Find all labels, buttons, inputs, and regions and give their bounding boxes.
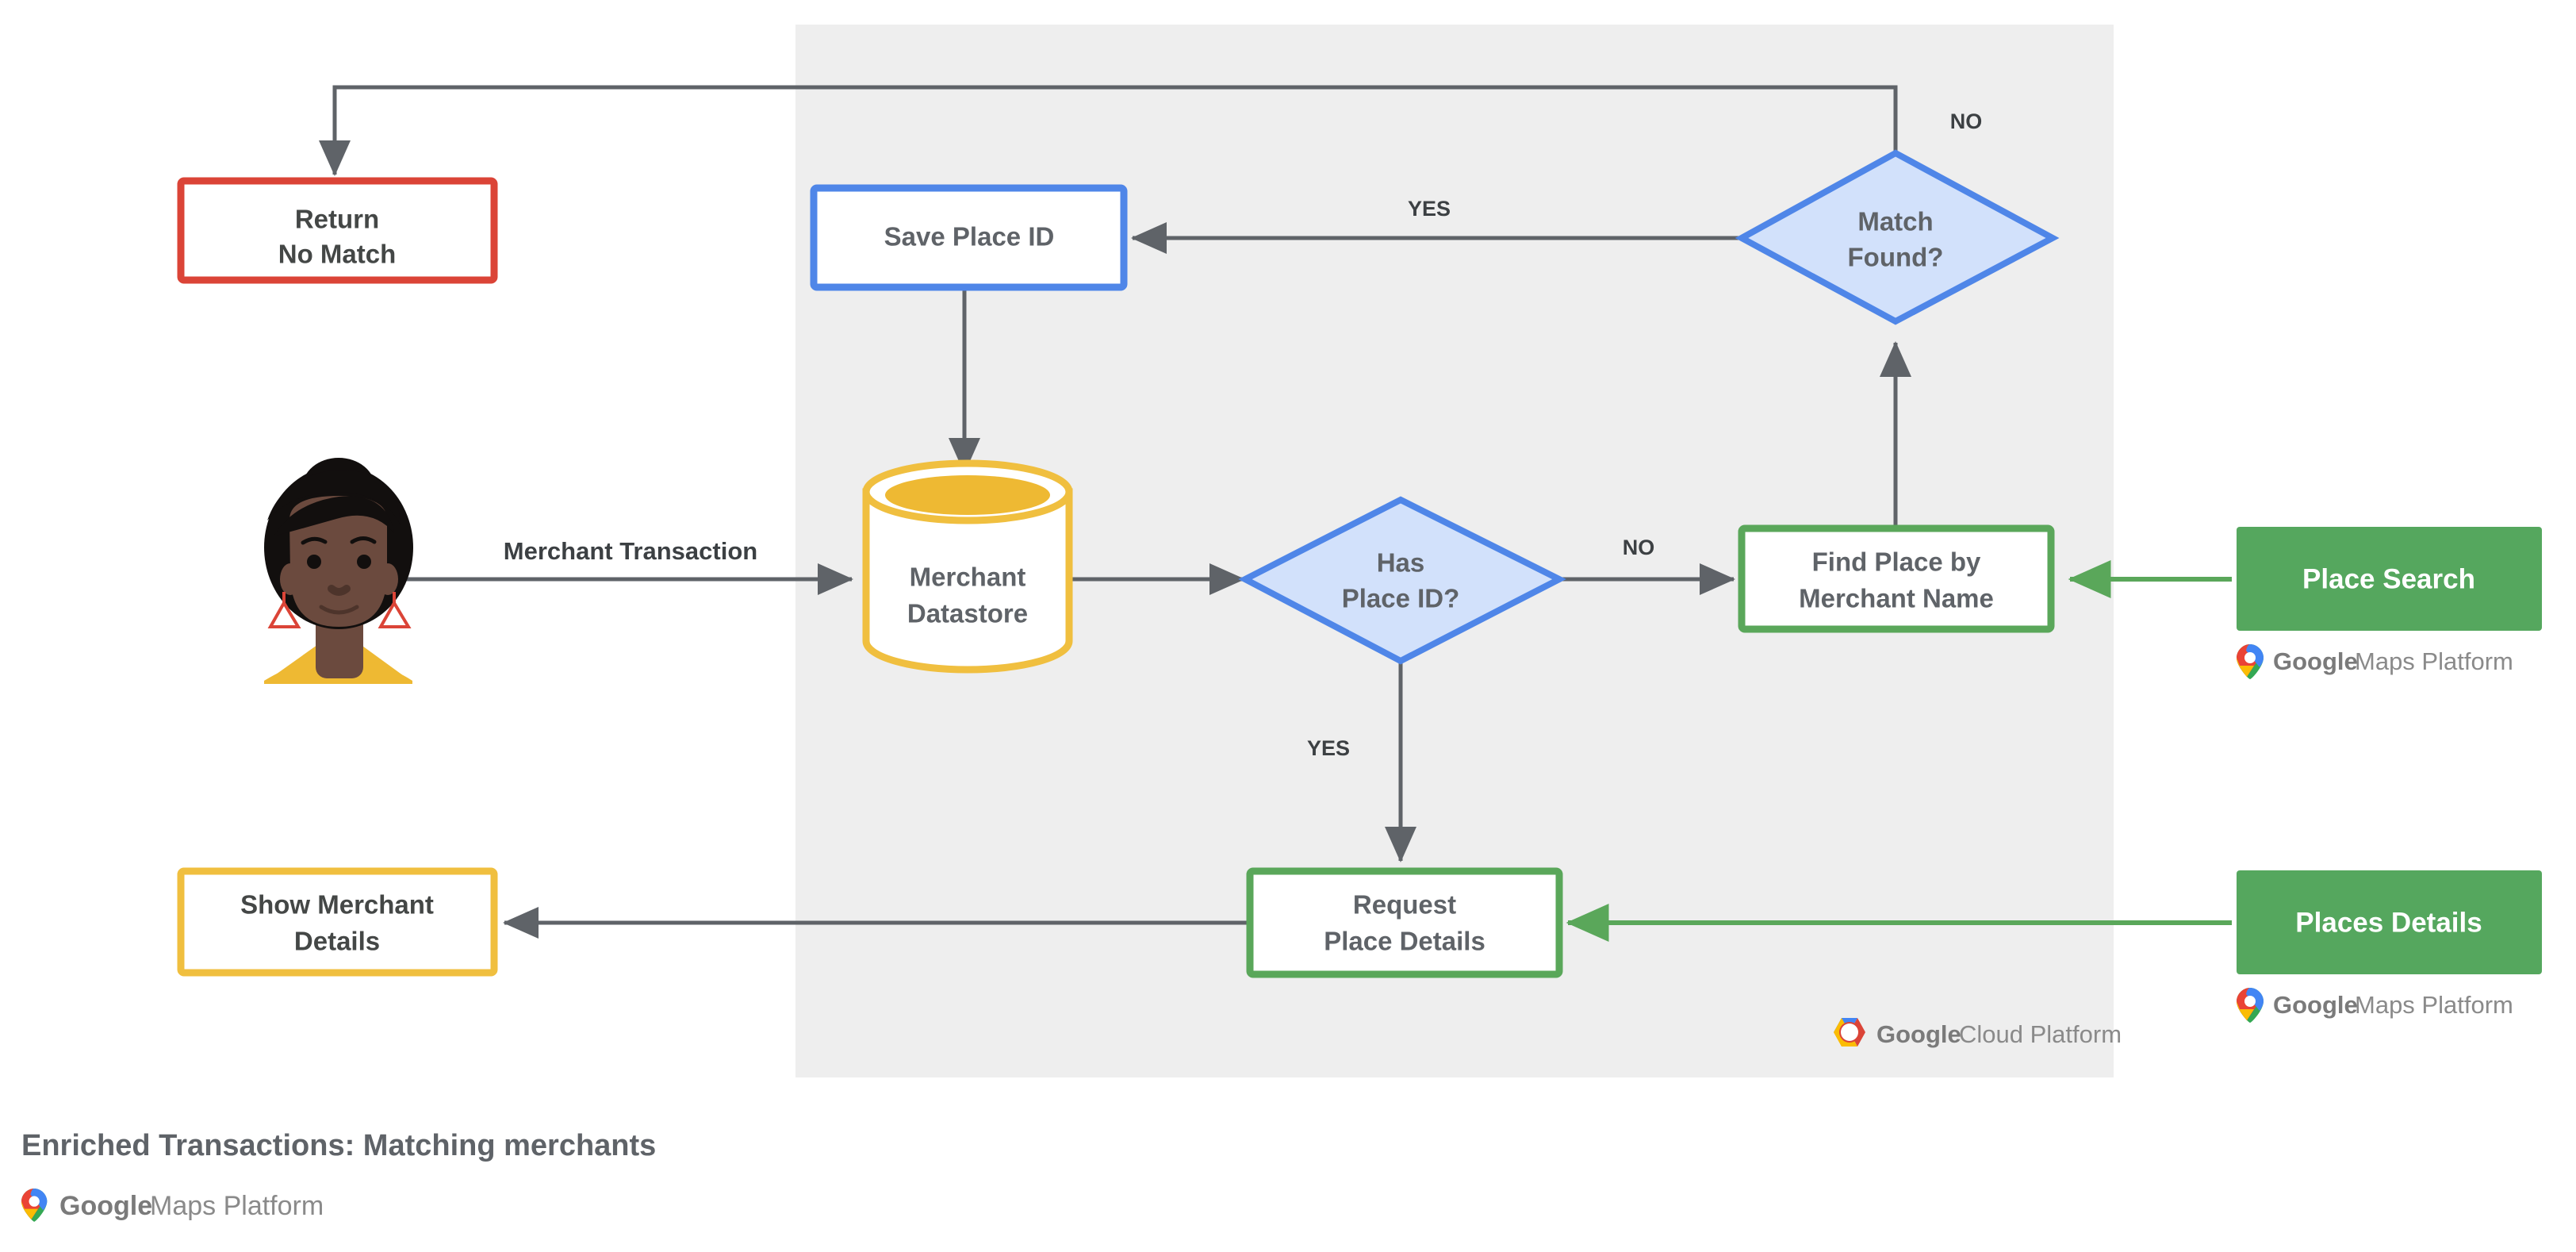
return-no-match-box[interactable] [177, 177, 498, 284]
show-merchant-details-label-line2: Details [294, 927, 380, 956]
caption-logo-rest-text: Maps Platform [150, 1191, 324, 1221]
avatar-hair-top [267, 470, 401, 525]
page-title: Enriched Transactions: Matching merchant… [21, 1129, 656, 1162]
request-place-details-box[interactable] [1246, 867, 1563, 978]
avatar-nose [328, 585, 351, 596]
avatar-mouth [319, 605, 359, 615]
avatar-hair-fringe [274, 496, 394, 536]
match-found-label-line2: Found? [1848, 243, 1944, 272]
save-place-id-box[interactable] [810, 184, 1128, 291]
place-search-label: Place Search [2302, 563, 2475, 594]
gmp-logo-rest-text-2: Maps Platform [2355, 991, 2513, 1019]
gmp-logo-google-text-1: Google [2273, 647, 2358, 675]
avatar-eyebrow-right [350, 536, 377, 544]
avatar-earring-left [267, 592, 301, 628]
request-place-details-label-line1: Request [1353, 890, 1456, 920]
node-request-place-details[interactable]: Request Place Details [1246, 867, 1563, 978]
maps-pin-icon [21, 1189, 48, 1222]
avatar-eye-left [307, 555, 321, 569]
node-find-place-by-merchant-name[interactable]: Find Place by Merchant Name [1738, 524, 2055, 633]
request-place-details-label-line2: Place Details [1324, 927, 1485, 956]
datastore-top-fill [885, 475, 1050, 515]
node-place-search[interactable]: Place Search [2237, 527, 2542, 631]
find-place-box[interactable] [1738, 524, 2055, 633]
return-no-match-label-line1: Return [295, 205, 379, 234]
cloud-hexagon-icon [1834, 1018, 1865, 1047]
match-found-label-line1: Match [1857, 207, 1933, 236]
show-merchant-details-box[interactable] [177, 867, 498, 977]
avatar-ear-right [378, 563, 398, 595]
edge-label-merchant-transaction: Merchant Transaction [504, 537, 757, 565]
find-place-label-line1: Find Place by [1812, 547, 1981, 577]
avatar-eyebrow-left [301, 536, 328, 545]
edge-label-match-found-no: NO [1950, 109, 1983, 133]
gmp-logo-places-details: Google Maps Platform [2237, 988, 2513, 1023]
gmp-logo-google-text-2: Google [2273, 991, 2358, 1019]
node-merchant-datastore[interactable]: Merchant Datastore [862, 459, 1073, 674]
has-place-id-diamond[interactable] [1238, 496, 1566, 665]
edge-match-found-no [319, 85, 1898, 176]
places-details-button[interactable] [2237, 870, 2542, 974]
avatar-earring-right [378, 592, 412, 628]
node-return-no-match[interactable]: Return No Match [177, 177, 498, 284]
gmp-logo-caption: Google Maps Platform [21, 1189, 324, 1222]
find-place-label-line2: Merchant Name [1799, 584, 1994, 613]
edge-label-has-place-id-yes: YES [1307, 736, 1350, 760]
gmp-logo-rest-text-1: Maps Platform [2355, 647, 2513, 675]
has-place-id-label-line1: Has [1377, 548, 1425, 578]
has-place-id-label-line2: Place ID? [1342, 584, 1460, 613]
match-found-diamond[interactable] [1735, 149, 2060, 325]
edge-label-match-found-yes: YES [1408, 197, 1451, 221]
user-avatar [264, 458, 413, 684]
show-merchant-details-label-line1: Show Merchant [240, 890, 434, 920]
merchant-datastore-label-line1: Merchant [910, 563, 1026, 592]
gmp-logo-place-search: Google Maps Platform [2237, 644, 2513, 679]
places-details-label: Places Details [2295, 907, 2482, 938]
edge-label-has-place-id-no: NO [1623, 536, 1655, 559]
avatar-eye-right [357, 555, 371, 569]
save-place-id-label: Save Place ID [884, 222, 1055, 252]
node-save-place-id[interactable]: Save Place ID [810, 184, 1128, 291]
gcp-logo-rest-text: Cloud Platform [1959, 1020, 2122, 1048]
gcp-logo: Google Cloud Platform [1834, 1018, 2122, 1048]
node-places-details[interactable]: Places Details [2237, 870, 2542, 974]
maps-pin-icon [2237, 988, 2264, 1023]
place-search-button[interactable] [2237, 527, 2542, 631]
node-show-merchant-details[interactable]: Show Merchant Details [177, 867, 498, 977]
maps-pin-icon [2237, 644, 2264, 679]
merchant-datastore-label-line2: Datastore [907, 599, 1028, 628]
caption-logo-google-text: Google [59, 1191, 152, 1221]
node-has-place-id[interactable]: Has Place ID? [1238, 496, 1566, 665]
avatar-face [289, 496, 387, 627]
node-match-found[interactable]: Match Found? [1735, 149, 2060, 325]
datastore-body [862, 488, 1073, 674]
return-no-match-label-line2: No Match [278, 240, 397, 269]
avatar-ear-left [280, 563, 301, 595]
gcp-logo-google-text: Google [1876, 1020, 1961, 1048]
